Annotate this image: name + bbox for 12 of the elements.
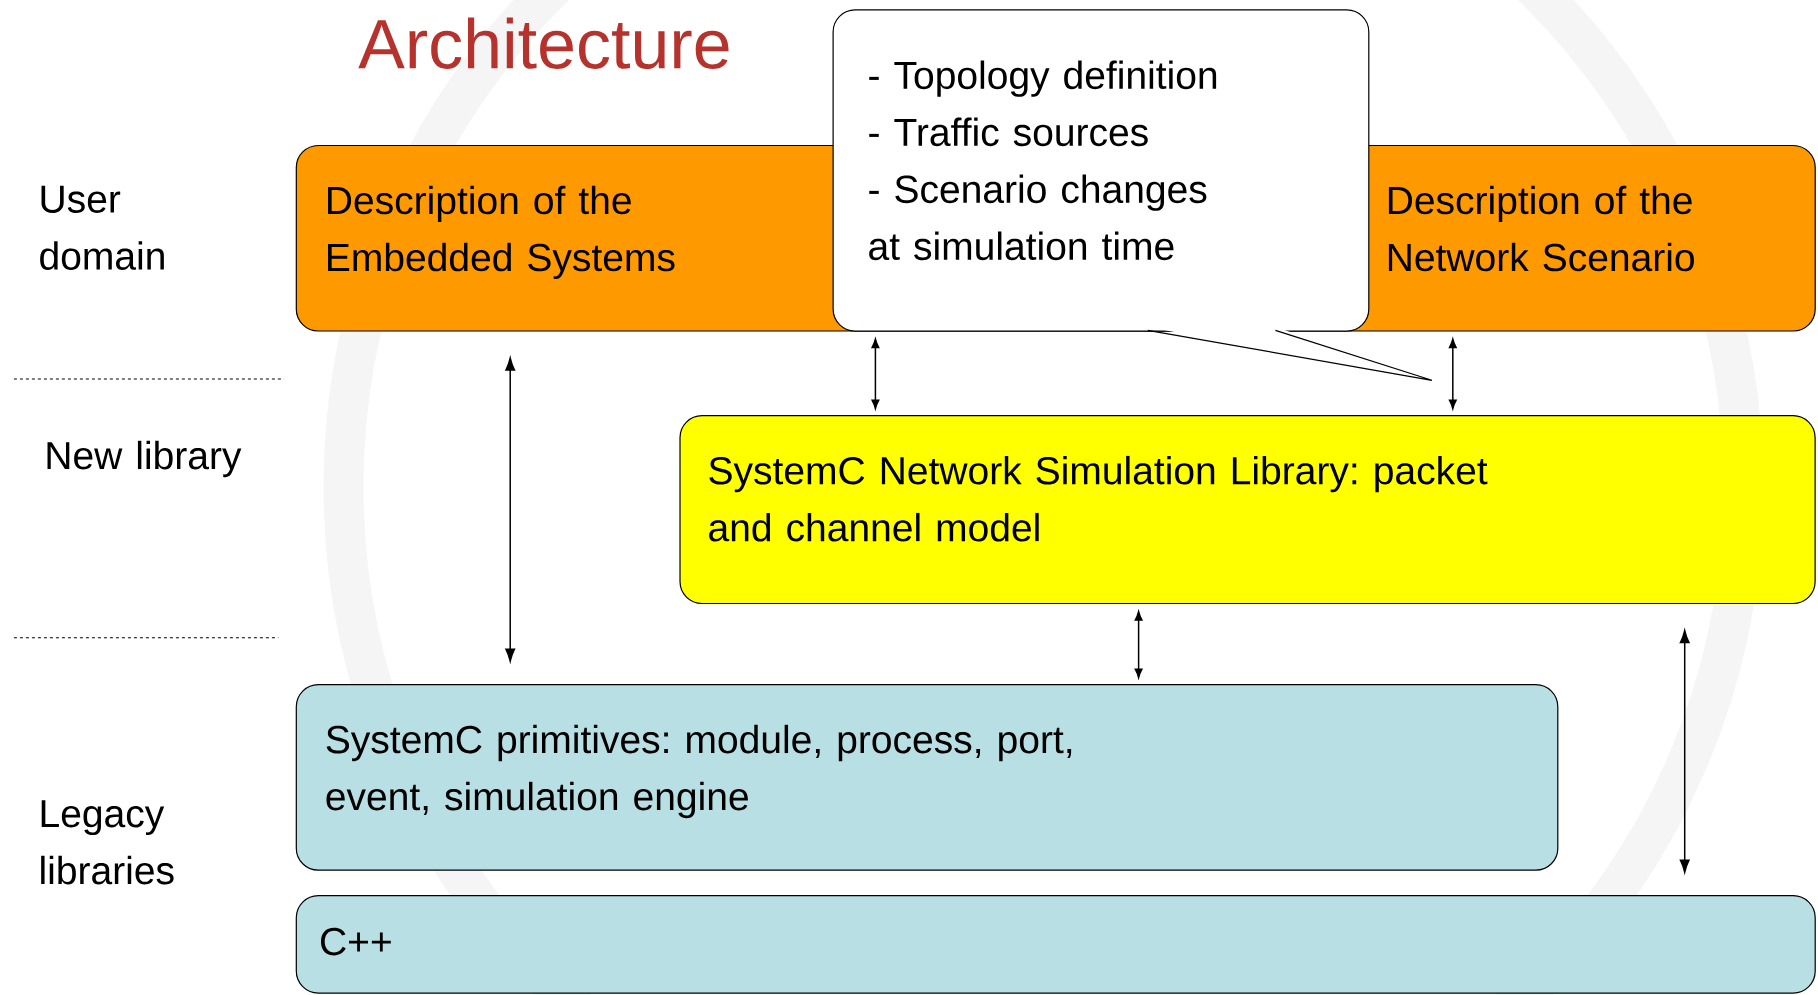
layer-label: User domain [40,185,164,270]
title: Architecture [358,17,729,69]
library-box: C++ [295,895,1816,994]
arrow [871,338,880,410]
layer-label: Legacy libraries [41,800,174,885]
library-box: SystemC Network Simulation Library: packet and channel model [679,415,1816,605]
arrow [1679,629,1690,873]
arrow [1448,338,1457,410]
arrow [505,357,516,662]
library-box: SystemC primitives: module, process, port, event, simulation engine [295,684,1559,871]
layer-label: New library [47,440,242,478]
arrow [1134,611,1143,679]
